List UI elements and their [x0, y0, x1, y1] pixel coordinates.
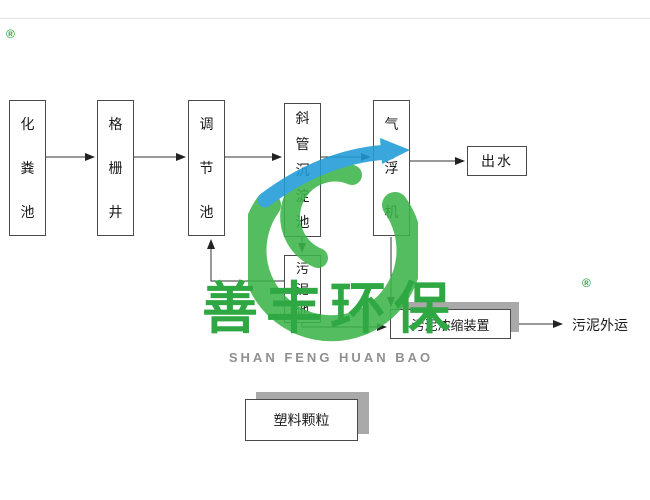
- node-screen-well-label: 格栅井: [108, 116, 123, 220]
- node-effluent: 出水: [467, 146, 527, 176]
- node-inclined-tube-settling-tank: 斜管沉淀池: [284, 103, 321, 237]
- registered-mark-icon: ®: [6, 27, 15, 41]
- node-septic-tank: 化粪池: [9, 100, 46, 236]
- sludge-out-label: 污泥外运: [572, 317, 628, 333]
- node-plastic-granules: 塑料颗粒: [245, 399, 358, 441]
- arrow-sludgetank-return-to-equalization: [207, 239, 284, 282]
- node-effluent-label: 出水: [481, 153, 513, 169]
- node-screen-well: 格栅井: [97, 100, 134, 236]
- node-sludge-thickening-unit: 污泥浓缩装置: [390, 309, 511, 339]
- node-air-flotation-machine-label: 气浮机: [384, 116, 399, 220]
- top-divider: [0, 18, 650, 19]
- node-sludge-tank-label: 污泥池: [295, 260, 309, 318]
- node-equalization-tank: 调节池: [188, 100, 225, 236]
- node-air-flotation-machine: 气浮机: [373, 100, 410, 236]
- node-septic-tank-label: 化粪池: [20, 116, 35, 220]
- node-sludge-tank: 污泥池: [284, 255, 321, 323]
- node-inclined-tube-settling-tank-label: 斜管沉淀池: [295, 110, 310, 230]
- arrow-sludgetank-to-thickener: [301, 323, 387, 331]
- node-plastic-granules-label: 塑料颗粒: [273, 412, 330, 428]
- node-equalization-tank-label: 调节池: [199, 116, 214, 220]
- node-sludge-thickening-unit-label: 污泥浓缩装置: [411, 317, 490, 333]
- registered-mark-icon: ®: [582, 276, 591, 290]
